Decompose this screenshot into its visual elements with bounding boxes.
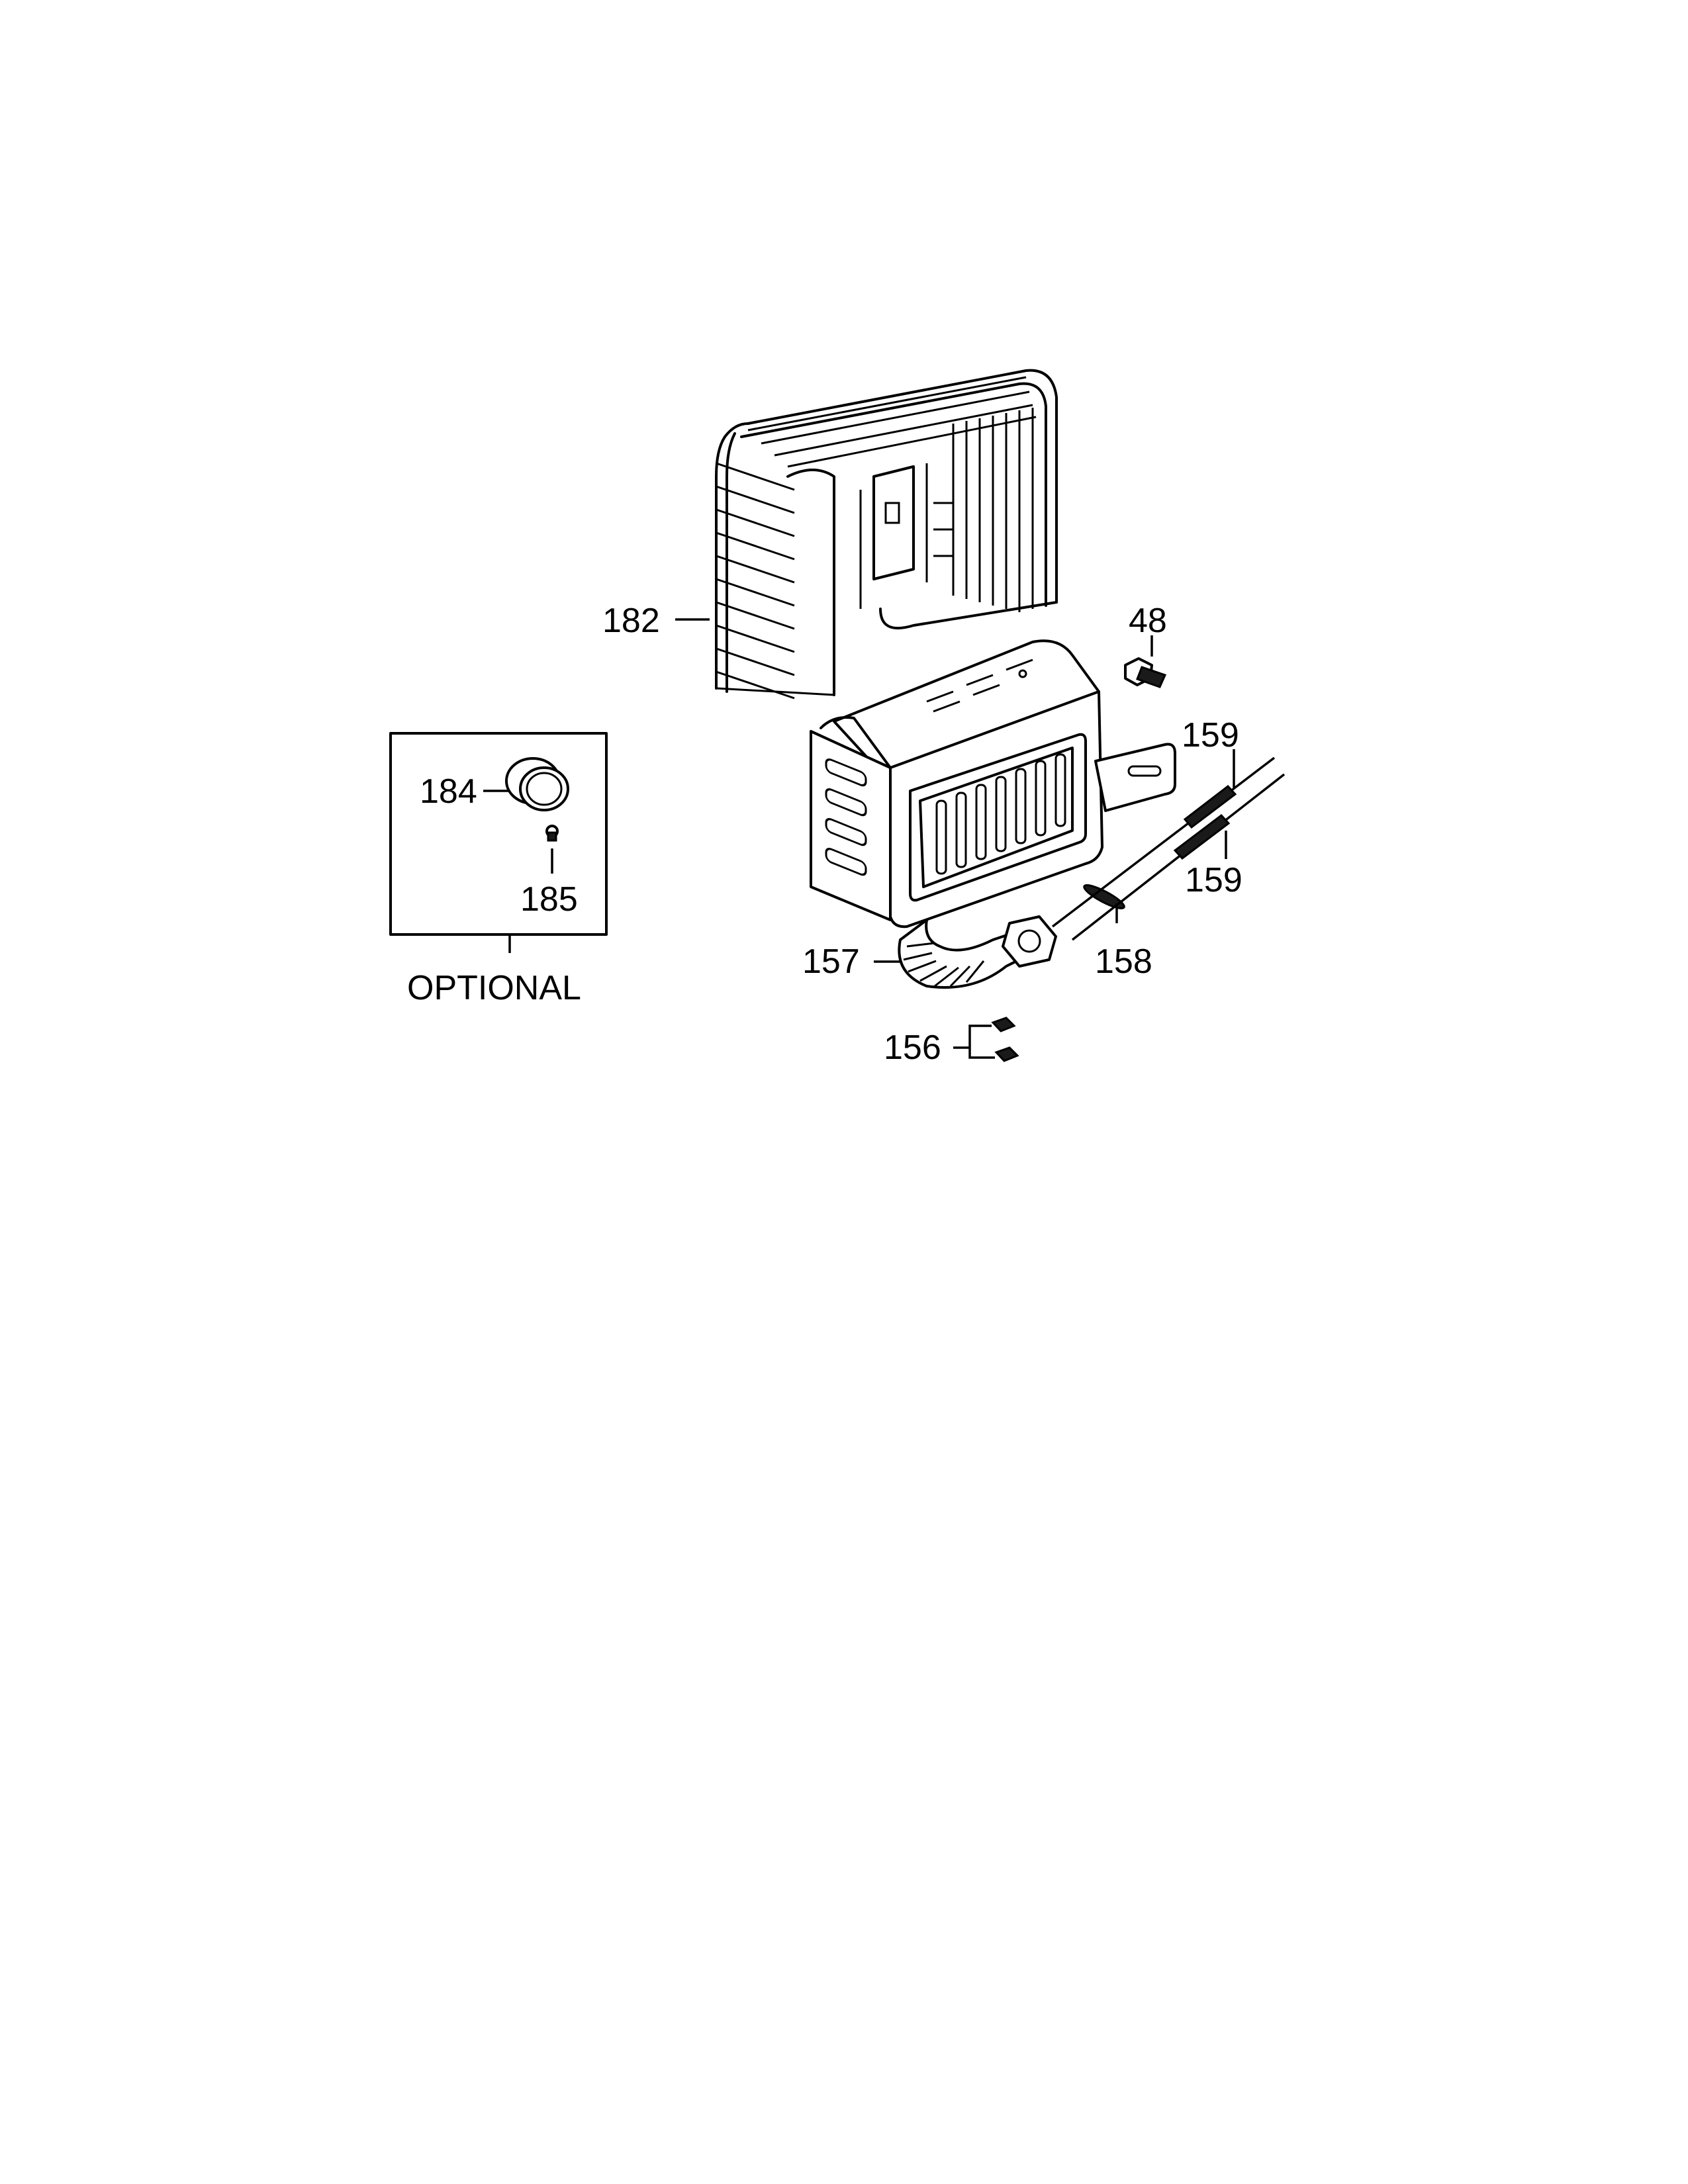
muffler-louvers [935,753,1066,875]
callout-159-top: 159 [1182,716,1239,754]
cage-left-wires [716,462,835,700]
cage-right-wires [952,408,1034,612]
optional-label: OPTIONAL [407,969,581,1007]
callout-labels: 182 48 184 185 159 159 157 158 156 OPTIO… [407,602,1243,1067]
callout-159-bottom: 159 [1185,861,1243,899]
studs-part-159 [1051,756,1286,941]
optional-parts-box [389,732,608,953]
callout-185: 185 [520,880,578,919]
spark-arrestor-part-184 [505,757,569,811]
wire-guard-cage-part-182 [715,369,1058,700]
side-shield-slots [825,758,867,876]
nuts-part-156 [991,1017,1019,1062]
callout-48: 48 [1129,602,1167,640]
screw-part-185 [545,825,559,842]
callout-158: 158 [1095,942,1152,981]
callout-184: 184 [420,772,477,811]
gasket-part-158 [1083,884,1125,909]
leader-lines [483,618,1235,1059]
cage-top-wires [747,376,1037,468]
bolt-part-48 [1124,657,1167,688]
muffler-part-157 [810,639,1176,989]
callout-182: 182 [602,602,660,640]
callout-156: 156 [884,1028,941,1067]
exhaust-pipe [898,915,1057,989]
callout-157: 157 [802,942,860,981]
